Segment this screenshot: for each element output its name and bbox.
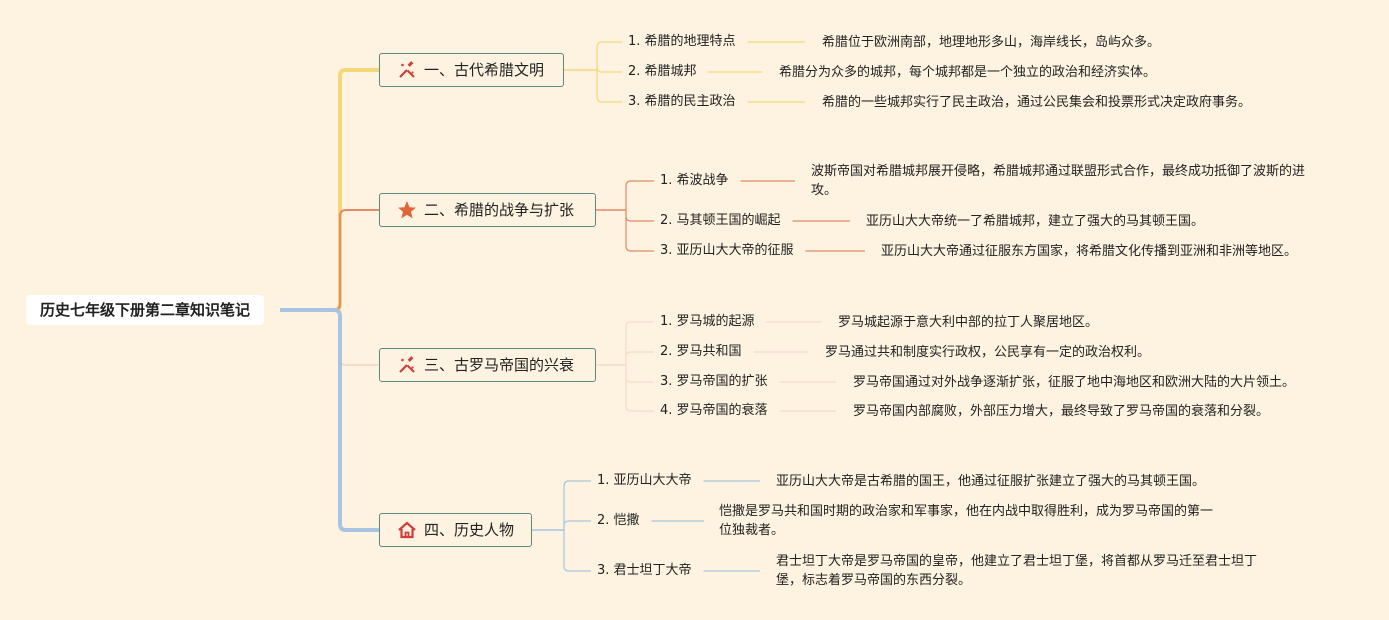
subtopic[interactable]: 2. 希腊城邦: [628, 64, 697, 79]
subtopic[interactable]: 2. 罗马共和国: [660, 344, 742, 359]
subtopic[interactable]: 1. 希腊的地理特点: [628, 34, 736, 49]
topic-label: 一、古代希腊文明: [424, 61, 545, 79]
sub-connector-4-1: [563, 480, 591, 530]
sub-connector-1-1: [596, 41, 622, 70]
root-topic[interactable]: 历史七年级下册第二章知识笔记: [26, 295, 265, 325]
detail-text: 希腊分为众多的城邦，每个城邦都是一个独立的政治和经济实体。: [779, 64, 1157, 80]
detail-text: 亚历山大大帝是古希腊的国王，他通过征服扩张建立了强大的马其顿王国。: [776, 473, 1206, 489]
sub-connector-4-3: [563, 530, 591, 572]
tools-icon: [396, 355, 418, 375]
subtopic[interactable]: 1. 罗马城的起源: [660, 314, 755, 329]
sub-connector-3-3: [625, 365, 654, 383]
home-icon: [396, 520, 418, 540]
topic-label: 二、希腊的战争与扩张: [424, 201, 575, 219]
detail-text: 亚历山大大帝统一了希腊城邦，建立了强大的马其顿王国。: [866, 213, 1205, 229]
subtopic[interactable]: 1. 希波战争: [660, 173, 729, 188]
sub-connector-2-2: [625, 210, 654, 222]
subtopic[interactable]: 3. 罗马帝国的扩张: [660, 374, 768, 389]
detail-text: 亚历山大大帝通过征服东方国家，将希腊文化传播到亚洲和非洲等地区。: [881, 243, 1298, 259]
tools-icon: [396, 60, 418, 80]
branch-line-1: [280, 68, 379, 312]
subtopic[interactable]: 3. 君士坦丁大帝: [597, 563, 692, 578]
subtopic[interactable]: 2. 马其顿王国的崛起: [660, 213, 781, 228]
sub-connector-2-3: [625, 210, 654, 252]
detail-text: 罗马帝国通过对外战争逐渐扩张，征服了地中海地区和欧洲大陆的大片领土。: [853, 374, 1296, 390]
detail-text: 罗马通过共和制度实行政权，公民享有一定的政治权利。: [825, 344, 1151, 360]
detail-text: 君士坦丁大帝是罗马帝国的皇帝，他建立了君士坦丁堡，将首都从罗马迁至君士坦丁堡，标…: [776, 554, 1258, 588]
topic-1[interactable]: 一、古代希腊文明: [379, 53, 564, 87]
sub-connector-3-4: [625, 365, 654, 412]
subtopic[interactable]: 4. 罗马帝国的衰落: [660, 403, 768, 418]
sub-connector-3-2: [625, 351, 654, 365]
detail-text: 罗马城起源于意大利中部的拉丁人聚居地区。: [838, 314, 1099, 330]
topic-3[interactable]: 三、古罗马帝国的兴衰: [379, 348, 596, 382]
sub-connector-3-1: [625, 321, 654, 365]
star-icon: [396, 200, 418, 220]
sub-connector-1-2: [596, 66, 622, 73]
sub-connector-4-2: [563, 520, 591, 530]
topic-2[interactable]: 二、希腊的战争与扩张: [379, 193, 596, 227]
topic-label: 三、古罗马帝国的兴衰: [424, 356, 575, 374]
detail-text: 希腊位于欧洲南部，地理地形多山，海岸线长，岛屿众多。: [822, 34, 1161, 50]
detail-text: 恺撒是罗马共和国时期的政治家和军事家，他在内战中取得胜利，成为罗马帝国的第一位独…: [719, 504, 1214, 538]
sub-connector-2-1: [625, 180, 654, 210]
branch-line-2: [280, 209, 379, 311]
sub-connector-1-3: [596, 70, 622, 103]
branch-line-4: [280, 308, 379, 532]
topic-4[interactable]: 四、历史人物: [379, 513, 532, 547]
subtopic[interactable]: 3. 亚历山大大帝的征服: [660, 243, 794, 258]
topic-label: 四、历史人物: [424, 521, 515, 539]
detail-text: 罗马帝国内部腐败，外部压力增大，最终导致了罗马帝国的衰落和分裂。: [853, 403, 1270, 419]
subtopic[interactable]: 2. 恺撒: [597, 513, 640, 528]
subtopic[interactable]: 1. 亚历山大大帝: [597, 473, 692, 488]
detail-text: 希腊的一些城邦实行了民主政治，通过公民集会和投票形式决定政府事务。: [822, 94, 1252, 110]
subtopic[interactable]: 3. 希腊的民主政治: [628, 94, 736, 109]
branch-line-3: [280, 309, 379, 366]
detail-text: 波斯帝国对希腊城邦展开侵略，希腊城邦通过联盟形式合作，最终成功抵御了波斯的进攻。: [811, 164, 1306, 198]
